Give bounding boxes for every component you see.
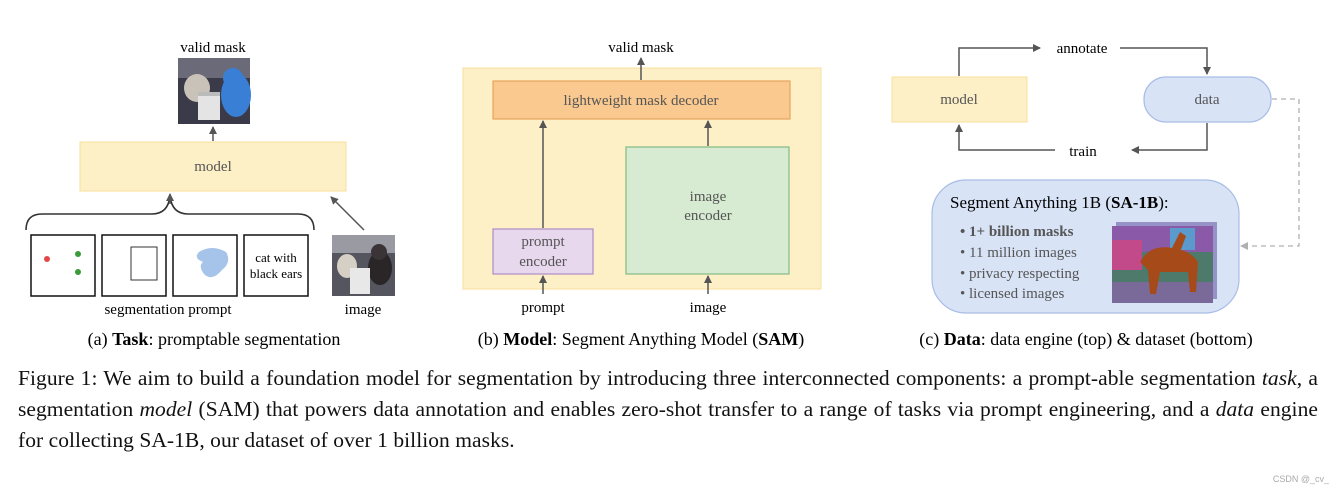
positive-point-icon <box>75 269 81 275</box>
mask-blob-icon <box>196 248 229 278</box>
image-encoder-box <box>625 146 790 275</box>
panel-b-image-label: image <box>690 300 727 316</box>
annotate-label: annotate <box>1057 41 1108 57</box>
mask-decoder-label: lightweight mask decoder <box>564 93 719 109</box>
input-image <box>332 235 395 296</box>
prompt-encoder-label-line1: prompt <box>521 234 565 250</box>
panel-a-model-box <box>79 141 347 192</box>
box-prompt-box <box>101 234 167 297</box>
panel-a-valid-mask-label: valid mask <box>180 40 246 56</box>
text-prompt-box <box>243 234 309 297</box>
bullet-3: • privacy respecting <box>960 266 1080 282</box>
mask-decoder-box <box>492 80 791 120</box>
text-prompt-line2: black ears <box>250 266 302 281</box>
panel-a-image-label: image <box>345 302 382 318</box>
train-label: train <box>1069 144 1097 160</box>
figure-caption: Figure 1: We aim to build a foundation m… <box>18 366 1318 452</box>
text-prompt-line1: cat with <box>255 250 297 265</box>
panel-b-valid-mask-label: valid mask <box>608 40 674 56</box>
points-prompt-box <box>30 234 96 297</box>
prompt-encoder-box <box>492 228 594 275</box>
panel-b-prompt-label: prompt <box>521 300 565 316</box>
positive-point-icon <box>75 251 81 257</box>
panel-c-model-label: model <box>940 92 978 108</box>
prompt-encoder-label-line2: encoder <box>519 254 566 270</box>
panel-c-caption: (c) Data: data engine (top) & dataset (b… <box>919 329 1252 350</box>
bullet-4: • licensed images <box>960 286 1065 302</box>
negative-point-icon <box>44 256 50 262</box>
bullet-2: • 11 million images <box>960 245 1077 261</box>
image-encoder-label-line1: image <box>690 189 727 205</box>
data-pill <box>1143 76 1272 123</box>
panel-b-caption: (b) Model: Segment Anything Model (SAM) <box>478 329 805 350</box>
panel-b: valid mask lightweight mask decoder imag… <box>462 40 822 350</box>
dataset-sample-image <box>1112 222 1217 303</box>
dataset-title: Segment Anything 1B (SA-1B): <box>950 193 1169 212</box>
panel-a: valid mask model cat with black ears seg… <box>25 40 395 350</box>
valid-mask-image <box>178 58 251 124</box>
bounding-box-icon <box>130 246 158 281</box>
panel-a-caption: (a) Task: promptable segmentation <box>88 329 341 350</box>
watermark: CSDN @_cv_ <box>1272 474 1329 484</box>
panel-c: model data annotate train Segment Anythi… <box>891 41 1300 350</box>
panel-a-model-label: model <box>194 159 232 175</box>
panel-c-model-box <box>891 76 1028 123</box>
bullet-1: • 1+ billion masks <box>960 224 1074 240</box>
image-encoder-label-line2: encoder <box>684 208 731 224</box>
data-pill-label: data <box>1195 92 1220 108</box>
segmentation-prompt-label: segmentation prompt <box>104 302 232 318</box>
